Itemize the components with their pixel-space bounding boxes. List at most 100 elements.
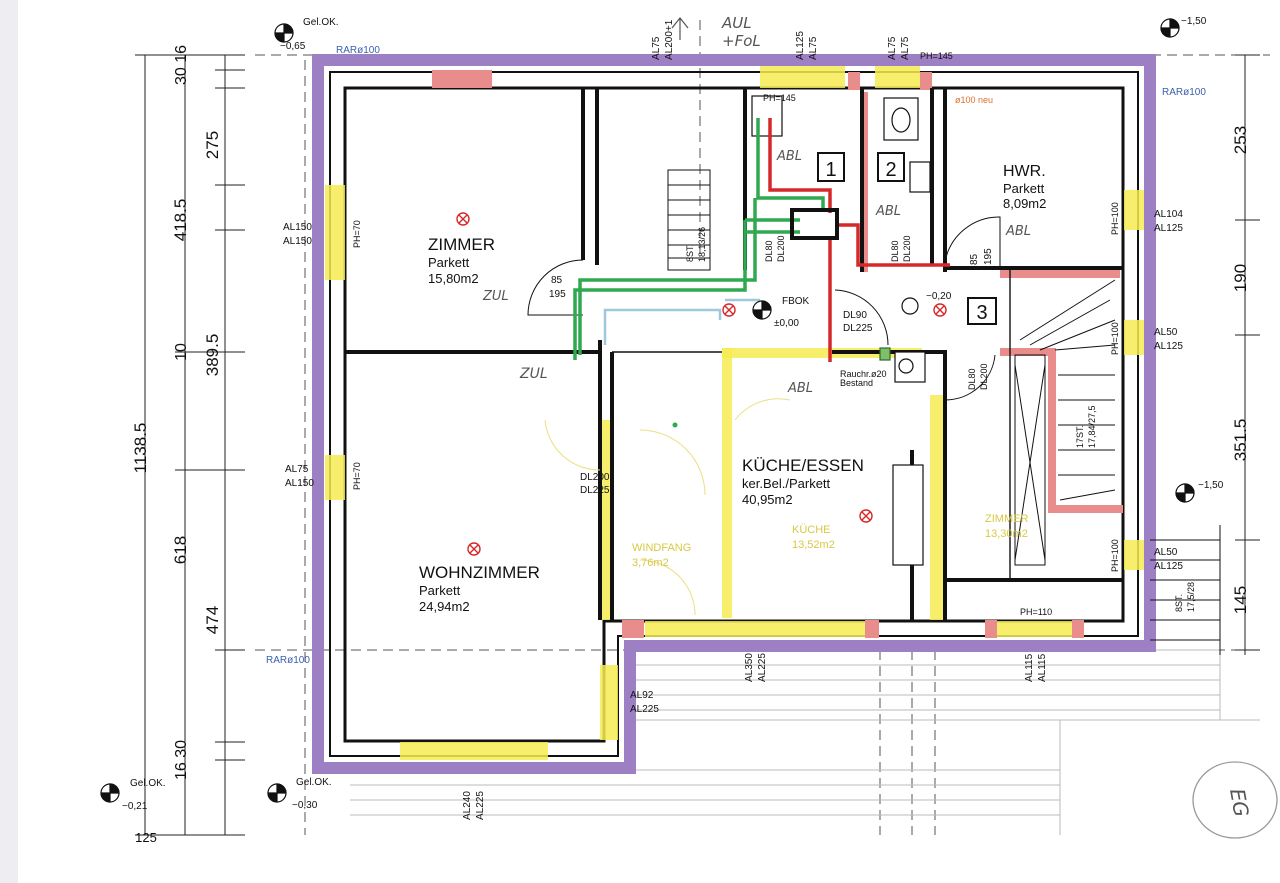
- win-al240-a: AL240: [462, 791, 473, 820]
- green-dot: [672, 422, 678, 428]
- win-top1-a: AL75: [651, 36, 662, 60]
- win-al150-b: AL150: [283, 236, 312, 247]
- win-top3-a: AL75: [887, 36, 898, 60]
- dim-30-16: 30 16: [173, 45, 190, 85]
- door-dl200-2: DL225: [580, 485, 610, 496]
- stairs: [667, 169, 1221, 655]
- level-symbols: [100, 18, 1195, 803]
- win-top3-b: AL75: [900, 36, 911, 60]
- old-windfang-area: 3,76m2: [632, 557, 669, 569]
- hand-aul: AUL: [721, 14, 752, 32]
- level-bl2-value: −0,30: [292, 800, 318, 811]
- stair-b-1: 17ST.: [1075, 425, 1085, 448]
- level-bl1-value: −0,21: [122, 801, 148, 812]
- door-85-195b-h: 195: [983, 248, 994, 265]
- win-al75-a: AL75: [285, 464, 309, 475]
- win-top1-b: AL200+1: [664, 19, 675, 60]
- dim-351: 351.5: [1231, 419, 1250, 462]
- win-ph70-a: PH=70: [352, 220, 362, 248]
- old-kueche-area: 13,52m2: [792, 539, 835, 551]
- win-al240-b: AL225: [475, 791, 486, 820]
- rar-top-left: RARø100: [336, 45, 380, 56]
- hand-abl-4: ABL: [787, 381, 813, 396]
- hand-eg: EG: [1225, 787, 1254, 819]
- door-dl90-1: DL90: [843, 310, 867, 321]
- dim-253: 253: [1231, 126, 1250, 154]
- level-tl-value: −0,65: [280, 41, 306, 52]
- dim-125: 125: [135, 830, 157, 845]
- dim-total: 1138.5: [131, 423, 150, 474]
- hand-abl-3: ABL: [1005, 224, 1031, 239]
- dim-190: 190: [1231, 264, 1250, 292]
- dim-389: 389.5: [203, 334, 222, 377]
- win-ph145-top: PH=145: [920, 51, 953, 61]
- win-ph100-c: PH=100: [1110, 539, 1120, 572]
- hand-zul-1: ZUL: [482, 289, 509, 304]
- win-al50b-a: AL50: [1154, 547, 1178, 558]
- bestand-label: Bestand: [840, 378, 873, 388]
- old-duct: [603, 298, 760, 345]
- old-zimmer-area: 13,30m2: [985, 528, 1028, 540]
- aul-arrow: [671, 17, 689, 40]
- room-kueche-essen-name: KÜCHE/ESSEN: [742, 456, 864, 475]
- old-zimmer-name: ZIMMER: [985, 513, 1028, 525]
- win-al50a-a: AL50: [1154, 327, 1178, 338]
- old-door-swings: [544, 398, 791, 616]
- room-kueche-essen-area: 40,95m2: [742, 492, 793, 507]
- door-dl80-a-2: DL200: [776, 235, 786, 262]
- fixtures: [751, 95, 931, 566]
- room-hwr-name: HWR.: [1003, 163, 1046, 180]
- hand-abl-1: ABL: [776, 149, 802, 164]
- reference-lines: [255, 20, 1270, 835]
- level-bl2-label: Gel.OK.: [296, 777, 332, 788]
- stair-c-2: 17,5/28: [1186, 582, 1196, 612]
- door-85-195b-w: 85: [969, 253, 980, 265]
- win-al104-b: AL125: [1154, 223, 1183, 234]
- win-al50a-b: AL125: [1154, 341, 1183, 352]
- stair-c-1: 8ST.: [1174, 594, 1184, 612]
- win-al104-a: AL104: [1154, 209, 1183, 220]
- win-ph110: PH=110: [1020, 607, 1052, 617]
- win-ph70-b: PH=70: [352, 462, 362, 490]
- rar-left: RARø100: [266, 655, 310, 666]
- win-al50b-b: AL125: [1154, 561, 1183, 572]
- hand-zul-2: ZUL: [519, 366, 548, 382]
- dim-418: 418.5: [171, 199, 190, 242]
- door-dl80-b-1: DL80: [890, 240, 900, 262]
- win-al75-b: AL150: [285, 478, 314, 489]
- room-wohnzimmer-floor: Parkett: [419, 583, 461, 598]
- dimension-lines: [135, 54, 1260, 836]
- door-dl80-c-2: DL200: [979, 363, 989, 390]
- dim-145: 145: [1231, 586, 1250, 614]
- fbok-label: FBOK: [782, 296, 810, 307]
- door-swings: [527, 216, 1001, 401]
- marker-1: 1: [825, 159, 836, 181]
- extract-markers: [456, 212, 947, 556]
- exhaust-duct: [768, 118, 950, 362]
- eg-circle: [1192, 761, 1278, 839]
- ventilation-unit: [790, 208, 839, 240]
- stair-a-1: 8ST.: [685, 244, 695, 262]
- level-hall-a: ±0,00: [774, 318, 799, 329]
- room-zimmer-area: 15,80m2: [428, 271, 479, 286]
- level-hall-b: −0,20: [926, 291, 952, 302]
- door-dl80-a-1: DL80: [764, 240, 774, 262]
- room-wohnzimmer-area: 24,94m2: [419, 599, 470, 614]
- page-edge: [0, 0, 18, 883]
- win-ph100-b: PH=100: [1110, 322, 1120, 355]
- old-kueche-name: KÜCHE: [792, 524, 831, 536]
- room-kueche-essen-floor: ker.Bel./Parkett: [742, 476, 831, 491]
- exterior-wall: [312, 54, 1156, 774]
- dim-275: 275: [203, 131, 222, 159]
- dim-10: 10: [173, 343, 190, 361]
- win-ph100-a: PH=100: [1110, 202, 1120, 235]
- rauch-label: Rauchr.ø20: [840, 369, 887, 379]
- win-al92-b: AL225: [630, 704, 659, 715]
- win-top2-b: AL75: [808, 36, 819, 60]
- door-85-195a-h: 195: [549, 289, 566, 300]
- level-tr-value: −1,50: [1181, 16, 1207, 27]
- dim-474: 474: [203, 606, 222, 634]
- door-dl200-1: DL200: [580, 472, 610, 483]
- win-ph145-in: PH=145: [763, 93, 796, 103]
